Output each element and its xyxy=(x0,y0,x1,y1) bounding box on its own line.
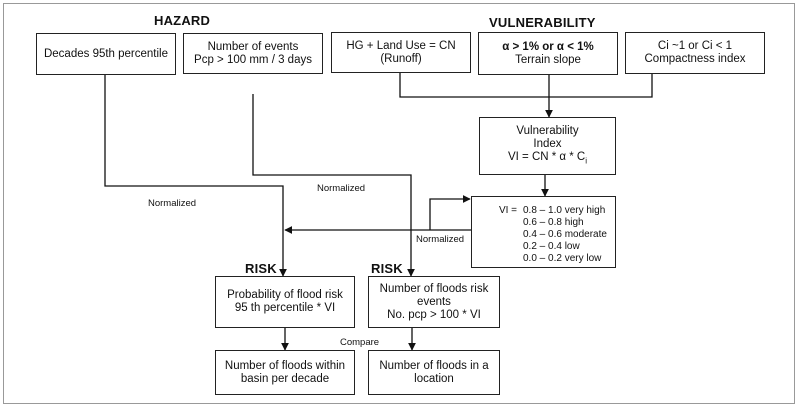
connector-decades-to-probability xyxy=(104,75,287,277)
box-text: 95 th percentile * VI xyxy=(234,302,336,314)
box-text: Decades 95th percentile xyxy=(43,47,169,60)
box-text: Number of floods in a xyxy=(379,359,489,372)
terrain-slope-box: α > 1% or α < 1% Terrain slope xyxy=(478,32,618,75)
connector-vulnerability-bus xyxy=(399,73,653,98)
normalized-label-1: Normalized xyxy=(148,198,197,209)
hazard-heading: HAZARD xyxy=(154,13,211,28)
risk-heading-left: RISK xyxy=(245,261,277,276)
hg-land-use-box: HG + Land Use = CN (Runoff) xyxy=(331,32,471,73)
vi-class-row: 0.6 – 0.8 high xyxy=(493,217,607,229)
box-text: Number of floods within xyxy=(224,359,346,372)
normalized-label-3: Normalized xyxy=(416,234,465,245)
formula-text: VI = CN * α * C xyxy=(507,150,586,163)
vi-class-value: 0.8 – 1.0 very high xyxy=(523,205,606,216)
diagram-frame xyxy=(3,3,795,404)
box-text: Number of events xyxy=(207,40,299,53)
compactness-index-box: Ci ~1 or Ci < 1 Compactness index xyxy=(625,32,765,74)
vi-formula: VI = CN * α * Ci xyxy=(508,151,587,167)
box-text: Probability of flood risk xyxy=(227,289,343,301)
vi-classes-table: VI = 0.8 – 1.0 very high 0.6 – 0.8 high … xyxy=(493,205,607,265)
number-of-events-box: Number of events Pcp > 100 mm / 3 days xyxy=(183,33,323,74)
vulnerability-heading: VULNERABILITY xyxy=(489,15,596,30)
box-text: events xyxy=(417,295,451,308)
floods-in-location-box: Number of floods in a location xyxy=(368,350,500,395)
vulnerability-index-box: Vulnerability Index VI = CN * α * Ci xyxy=(479,117,616,175)
box-text: HG + Land Use = CN xyxy=(346,39,456,52)
vi-class-value: 0.6 – 0.8 high xyxy=(523,217,584,228)
box-text: Compactness index xyxy=(644,53,746,65)
compare-label: Compare xyxy=(340,337,380,348)
vi-class-value: 0.0 – 0.2 very low xyxy=(523,253,602,264)
connector-events-to-numevents xyxy=(252,94,415,277)
vi-class-row: VI = 0.8 – 1.0 very high xyxy=(493,205,607,217)
box-text: Ci ~1 or Ci < 1 xyxy=(657,40,733,52)
box-text: Vulnerability xyxy=(516,124,579,137)
connector-classes-loop xyxy=(429,195,471,230)
box-text: α > 1% or α < 1% xyxy=(502,40,594,53)
vi-class-row: 0.2 – 0.4 low xyxy=(493,241,607,253)
vi-lead-label: VI = xyxy=(498,205,518,216)
vi-lead-spacer xyxy=(493,229,523,241)
box-text: Number of floods risk xyxy=(379,282,489,295)
box-text: Pcp > 100 mm / 3 days xyxy=(194,53,312,66)
box-text: No. pcp > 100 * VI xyxy=(387,308,481,321)
box-text: Index xyxy=(533,137,562,150)
vi-lead-spacer xyxy=(493,253,523,265)
risk-heading-right: RISK xyxy=(371,261,403,276)
formula-subscript: i xyxy=(585,156,588,166)
vi-class-value: 0.2 – 0.4 low xyxy=(523,241,580,252)
box-text: location xyxy=(414,372,454,385)
probability-flood-risk-box: Probability of flood risk 95 th percenti… xyxy=(215,276,355,328)
box-text: Terrain slope xyxy=(515,53,581,66)
box-text: basin per decade xyxy=(240,372,330,385)
decades-95th-percentile-box: Decades 95th percentile xyxy=(36,33,176,75)
vi-lead-spacer xyxy=(493,217,523,229)
vi-lead-spacer xyxy=(493,241,523,253)
vi-class-value: 0.4 – 0.6 moderate xyxy=(523,229,607,240)
vi-classes-box: VI = 0.8 – 1.0 very high 0.6 – 0.8 high … xyxy=(471,196,616,268)
normalized-label-2: Normalized xyxy=(317,183,366,194)
vi-class-row: 0.4 – 0.6 moderate xyxy=(493,229,607,241)
vi-class-row: 0.0 – 0.2 very low xyxy=(493,253,607,265)
number-floods-risk-events-box: Number of floods risk events No. pcp > 1… xyxy=(368,276,500,328)
floods-within-basin-box: Number of floods within basin per decade xyxy=(215,350,355,395)
box-text: (Runoff) xyxy=(380,52,422,65)
